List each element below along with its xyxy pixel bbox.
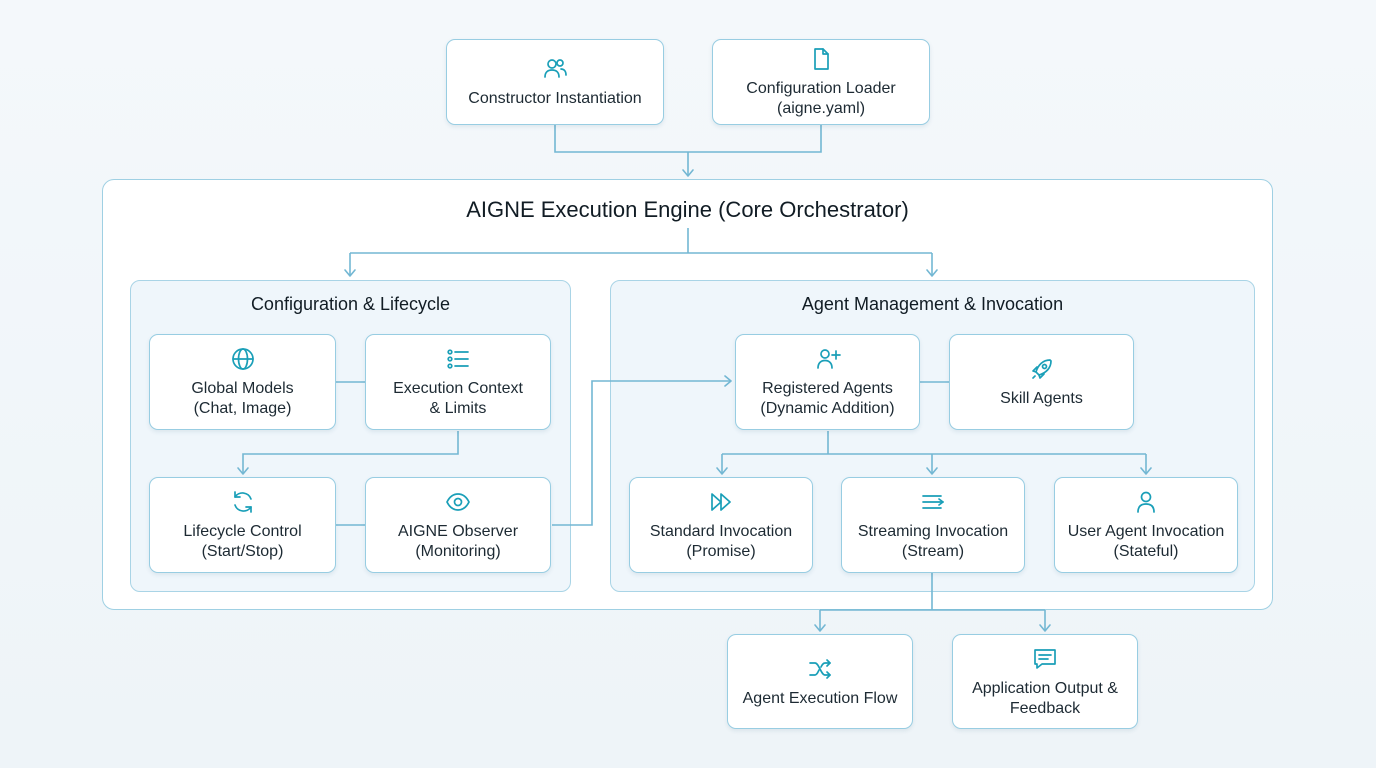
loader-label-line1: Configuration Loader	[746, 80, 896, 97]
application-output-node[interactable]: Application Output & Feedback	[952, 634, 1138, 729]
application-output-line2: Feedback	[1009, 699, 1081, 717]
execution-context-node[interactable]: Execution Context & Limits	[365, 334, 551, 430]
list-icon	[444, 345, 472, 373]
lifecycle-control-node[interactable]: Lifecycle Control (Start/Stop)	[149, 477, 336, 573]
observer-line2: (Monitoring)	[415, 543, 501, 560]
agent-execution-flow-label: Agent Execution Flow	[742, 689, 898, 707]
global-models-node[interactable]: Global Models (Chat, Image)	[149, 334, 336, 430]
user-agent-invocation-node[interactable]: User Agent Invocation (Stateful)	[1054, 477, 1238, 573]
arrowhead-app-output	[1039, 624, 1051, 632]
lifecycle-control-line2: (Start/Stop)	[201, 543, 284, 560]
registered-agents-node[interactable]: Registered Agents (Dynamic Addition)	[735, 334, 920, 430]
arrowhead-execution-flow	[814, 624, 826, 632]
refresh-icon	[229, 488, 257, 516]
registered-agents-line2: (Dynamic Addition)	[760, 400, 895, 417]
streaming-invocation-line1: Streaming Invocation	[857, 523, 1009, 540]
application-output-line1: Application Output &	[972, 679, 1118, 697]
connector-constructor-engine	[554, 125, 688, 153]
user-plus-icon	[814, 345, 842, 373]
shuffle-icon	[806, 655, 834, 683]
agent-execution-flow-node[interactable]: Agent Execution Flow	[727, 634, 913, 729]
fast-forward-icon	[707, 488, 735, 516]
streaming-invocation-line2: (Stream)	[901, 543, 965, 560]
constructor-instantiation-node[interactable]: Constructor Instantiation	[446, 39, 664, 125]
standard-invocation-node[interactable]: Standard Invocation (Promise)	[629, 477, 813, 573]
globe-icon	[229, 345, 257, 373]
arrowhead-engine-in	[682, 169, 694, 177]
user-agent-invocation-line1: User Agent Invocation	[1067, 523, 1225, 540]
file-icon	[807, 45, 835, 73]
loader-label-line2: (aigne.yaml)	[776, 100, 866, 117]
execution-context-line1: Execution Context	[393, 380, 523, 397]
standard-invocation-line2: (Promise)	[686, 543, 756, 560]
stream-icon	[919, 488, 947, 516]
connector-loader-engine	[688, 125, 822, 153]
global-models-line2: (Chat, Image)	[193, 400, 292, 417]
execution-context-line2: & Limits	[429, 400, 487, 417]
lifecycle-control-line1: Lifecycle Control	[183, 523, 302, 540]
user-agent-invocation-line2: (Stateful)	[1113, 543, 1179, 560]
standard-invocation-line1: Standard Invocation	[649, 523, 793, 540]
global-models-line1: Global Models	[191, 380, 294, 397]
configuration-loader-node[interactable]: Configuration Loader (aigne.yaml)	[712, 39, 930, 125]
user-icon	[1132, 488, 1160, 516]
skill-agents-node[interactable]: Skill Agents	[949, 334, 1134, 430]
config-lifecycle-title: Configuration & Lifecycle	[250, 294, 451, 314]
rocket-icon	[1028, 355, 1056, 383]
streaming-invocation-node[interactable]: Streaming Invocation (Stream)	[841, 477, 1025, 573]
registered-agents-line1: Registered Agents	[762, 380, 893, 397]
agent-management-title: Agent Management & Invocation	[801, 294, 1064, 314]
users-icon	[541, 55, 569, 83]
eye-icon	[444, 488, 472, 516]
observer-line1: AIGNE Observer	[397, 523, 519, 540]
constructor-label: Constructor Instantiation	[468, 90, 642, 107]
aigne-observer-node[interactable]: AIGNE Observer (Monitoring)	[365, 477, 551, 573]
engine-title: AIGNE Execution Engine (Core Orchestrato…	[466, 197, 909, 222]
message-icon	[1031, 645, 1059, 673]
skill-agents-label: Skill Agents	[1000, 390, 1083, 407]
